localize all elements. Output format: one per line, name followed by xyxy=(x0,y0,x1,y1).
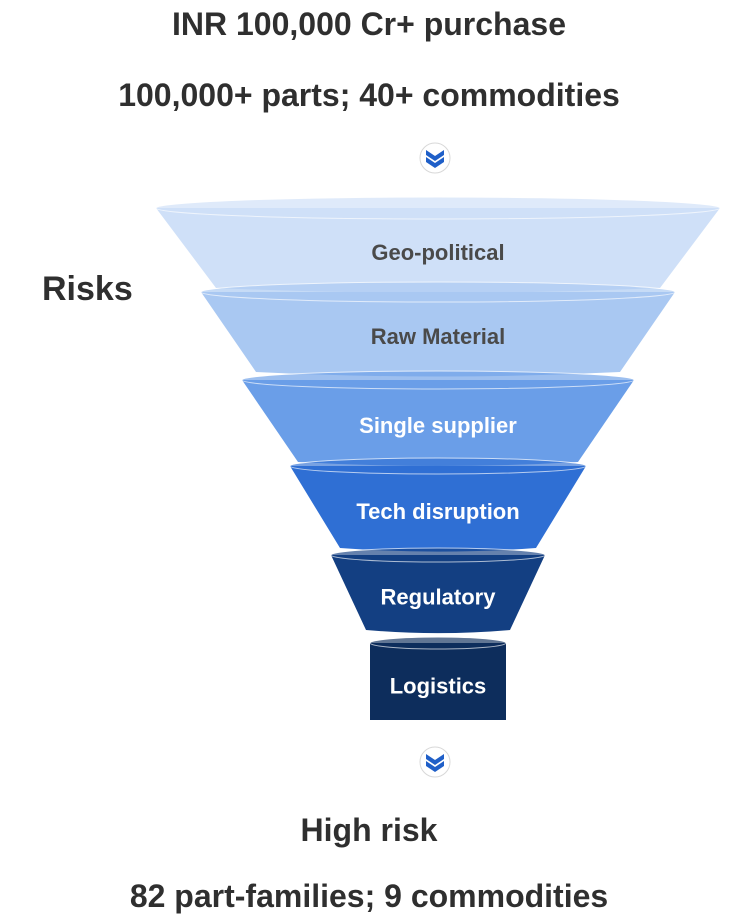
funnel-stage: Tech disruption xyxy=(289,457,587,552)
funnel-stage-rim xyxy=(200,281,676,303)
funnel-stage-body xyxy=(242,380,634,467)
risks-label: Risks xyxy=(42,270,133,308)
funnel-stage-body xyxy=(201,292,675,377)
funnel-stage-label: Logistics xyxy=(390,674,487,699)
funnel-stage: Single supplier xyxy=(241,370,635,467)
funnel-stage-label: Regulatory xyxy=(381,585,497,610)
funnel-stage-rim xyxy=(241,370,635,390)
funnel-stage-label: Tech disruption xyxy=(356,499,519,524)
scope-headline: 100,000+ parts; 40+ commodities xyxy=(118,77,620,113)
funnel-stage-rim xyxy=(155,196,721,220)
funnel-stage-label: Geo-political xyxy=(371,240,504,265)
funnel-stage: Logistics xyxy=(369,636,507,720)
funnel-stage-label: Single supplier xyxy=(359,413,517,438)
chevron-down-icon xyxy=(419,142,451,174)
funnel-stage-body xyxy=(370,643,506,720)
funnel-stage-label: Raw Material xyxy=(371,324,506,349)
funnel-stage: Geo-political xyxy=(155,196,721,293)
funnel-stage-body xyxy=(156,208,720,293)
funnel-stage-rim xyxy=(330,547,546,563)
funnel-stage-body xyxy=(290,466,586,552)
purchase-headline: INR 100,000 Cr+ purchase xyxy=(172,6,566,42)
funnel-stage-rim xyxy=(369,636,507,650)
funnel-stage-body xyxy=(331,555,545,634)
result-scope-headline: 82 part-families; 9 commodities xyxy=(129,878,609,914)
chevron-down-icon xyxy=(419,746,451,778)
result-headline: High risk xyxy=(300,812,438,848)
funnel-stage: Raw Material xyxy=(200,281,676,377)
funnel-stage-rim xyxy=(289,457,587,475)
funnel-stage: Regulatory xyxy=(330,547,546,634)
